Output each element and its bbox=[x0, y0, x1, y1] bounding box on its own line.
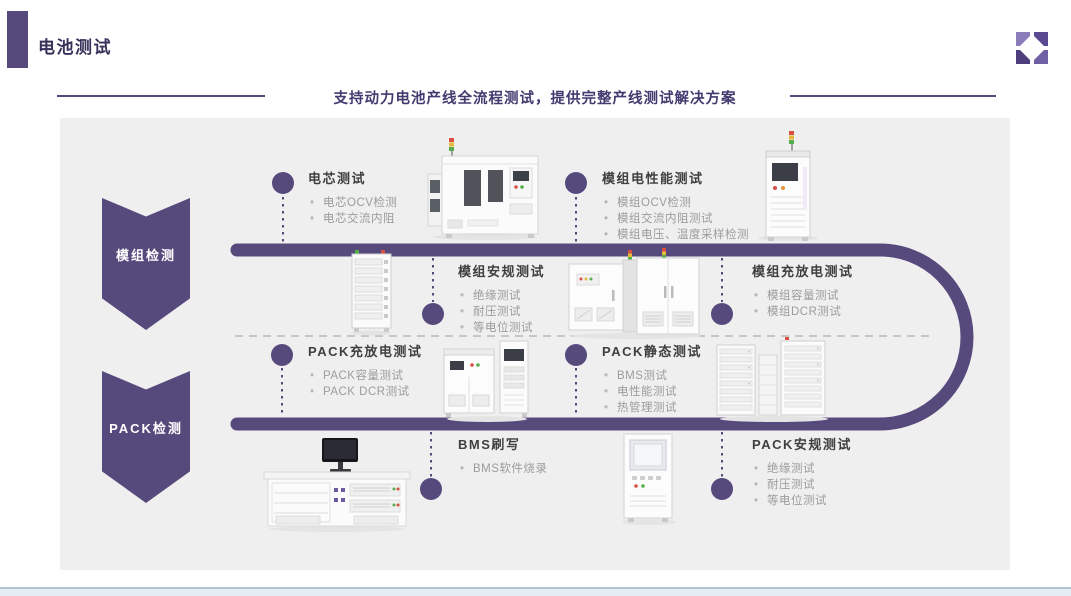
step-module-electrical-test: 模组电性能测试 模组OCV检测 模组交流内阻测试 模组电压、温度采样检测 bbox=[602, 168, 792, 243]
page-title: 电池测试 bbox=[38, 38, 112, 57]
stage-banner-label: 模组检测 bbox=[115, 247, 176, 263]
step-pack-charge-discharge-test: PACK充放电测试 PACK容量测试 PACK DCR测试 bbox=[308, 341, 498, 400]
step-bullet: PACK DCR测试 bbox=[308, 384, 498, 400]
process-flow-track bbox=[230, 243, 974, 431]
brand-logo-icon bbox=[1016, 32, 1048, 64]
step-title: BMS刷写 bbox=[458, 437, 521, 452]
step-title: PACK静态测试 bbox=[602, 344, 702, 359]
step-bullet: 电芯交流内阻 bbox=[308, 211, 498, 227]
step-dot bbox=[271, 344, 293, 366]
step-bullet: 耐压测试 bbox=[752, 477, 942, 493]
pack-charge-cabinet-image bbox=[443, 340, 529, 422]
step-title: PACK充放电测试 bbox=[308, 344, 423, 359]
module-safety-rack-image bbox=[351, 250, 392, 336]
step-bullet-list: 模组OCV检测 模组交流内阻测试 模组电压、温度采样检测 bbox=[602, 195, 792, 243]
title-accent-bar bbox=[7, 11, 28, 68]
step-bullet: 等电位测试 bbox=[752, 493, 942, 509]
subtitle-rule-left bbox=[57, 95, 265, 97]
step-bullet: 电芯OCV检测 bbox=[308, 195, 498, 211]
step-dot bbox=[565, 172, 587, 194]
step-dot bbox=[272, 172, 294, 194]
step-bullet: BMS软件烧录 bbox=[458, 461, 648, 477]
step-title: 模组充放电测试 bbox=[752, 264, 854, 279]
step-bullet: 模组DCR测试 bbox=[752, 304, 942, 320]
step-bullet-list: 绝缘测试 耐压测试 等电位测试 bbox=[458, 288, 648, 336]
stage-banner-module: 模组检测 bbox=[102, 198, 190, 330]
step-title: 模组电性能测试 bbox=[602, 171, 704, 186]
step-pack-safety-test: PACK安规测试 绝缘测试 耐压测试 等电位测试 bbox=[752, 434, 942, 509]
step-bullet: 等电位测试 bbox=[458, 320, 648, 336]
step-bullet: 模组容量测试 bbox=[752, 288, 942, 304]
step-dot bbox=[565, 344, 587, 366]
step-module-charge-discharge-test: 模组充放电测试 模组容量测试 模组DCR测试 bbox=[752, 261, 942, 320]
step-bullet-list: 模组容量测试 模组DCR测试 bbox=[752, 288, 942, 320]
step-bullet-list: 电芯OCV检测 电芯交流内阻 bbox=[308, 195, 498, 227]
stage-banner-label: PACK检测 bbox=[109, 420, 183, 436]
step-title: 模组安规测试 bbox=[458, 264, 546, 279]
step-bullet: PACK容量测试 bbox=[308, 368, 498, 384]
bms-console-image bbox=[263, 438, 411, 532]
step-pack-static-test: PACK静态测试 BMS测试 电性能测试 热管理测试 bbox=[602, 341, 792, 416]
step-bullet: 模组OCV检测 bbox=[602, 195, 792, 211]
step-bullet-list: BMS测试 电性能测试 热管理测试 bbox=[602, 368, 792, 416]
step-bullet: 绝缘测试 bbox=[752, 461, 942, 477]
step-bullet: BMS测试 bbox=[602, 368, 792, 384]
step-bullet-list: BMS软件烧录 bbox=[458, 461, 648, 477]
subtitle-rule-right bbox=[790, 95, 996, 97]
step-dot bbox=[711, 478, 733, 500]
step-dot bbox=[711, 303, 733, 325]
pack-safety-cabinet-image bbox=[622, 433, 676, 525]
step-bullet: 热管理测试 bbox=[602, 400, 792, 416]
step-bullet-list: PACK容量测试 PACK DCR测试 bbox=[308, 368, 498, 400]
step-bullet: 绝缘测试 bbox=[458, 288, 648, 304]
step-bms-flashing: BMS刷写 BMS软件烧录 bbox=[458, 434, 648, 477]
step-module-safety-test: 模组安规测试 绝缘测试 耐压测试 等电位测试 bbox=[458, 261, 648, 336]
step-dot bbox=[422, 303, 444, 325]
slide-subtitle: 支持动力电池产线全流程测试，提供完整产线测试解决方案 bbox=[333, 91, 737, 107]
step-bullet: 耐压测试 bbox=[458, 304, 648, 320]
step-bullet-list: 绝缘测试 耐压测试 等电位测试 bbox=[752, 461, 942, 509]
step-cell-test: 电芯测试 电芯OCV检测 电芯交流内阻 bbox=[308, 168, 498, 227]
stage-banner-pack: PACK检测 bbox=[102, 371, 190, 503]
flow-path-graphic bbox=[230, 172, 974, 500]
step-title: 电芯测试 bbox=[308, 171, 367, 186]
step-bullet: 电性能测试 bbox=[602, 384, 792, 400]
step-title: PACK安规测试 bbox=[752, 437, 852, 452]
step-dot bbox=[420, 478, 442, 500]
step-bullet: 模组交流内阻测试 bbox=[602, 211, 792, 227]
step-bullet: 模组电压、温度采样检测 bbox=[602, 227, 792, 243]
window-bottom-strip bbox=[0, 587, 1071, 596]
process-diagram-panel: 模组检测 PACK检测 bbox=[60, 118, 1010, 570]
